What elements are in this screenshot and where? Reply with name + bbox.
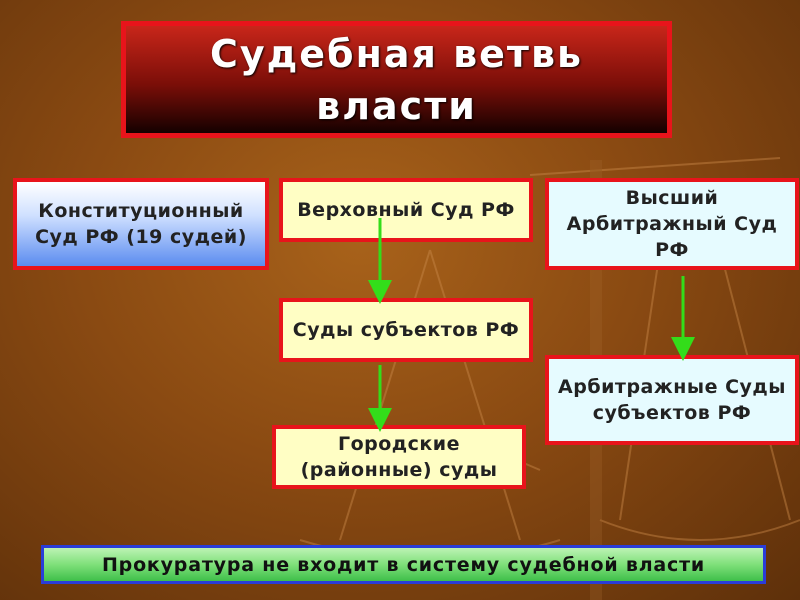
prosecutor-note-banner: Прокуратура не входит в систему судебной… <box>41 545 766 584</box>
constitutional-court-node: Конституционный Суд РФ (19 судей) <box>13 178 269 270</box>
higher-arbitration-court-node: Высший Арбитражный Суд РФ <box>545 178 799 270</box>
city-district-courts-node: Городские (районные) суды <box>272 425 526 489</box>
regional-courts-node: Суды субъектов РФ <box>279 298 533 362</box>
diagram-title: Судебная ветвь власти <box>121 21 672 138</box>
supreme-court-node: Верховный Суд РФ <box>279 178 533 242</box>
